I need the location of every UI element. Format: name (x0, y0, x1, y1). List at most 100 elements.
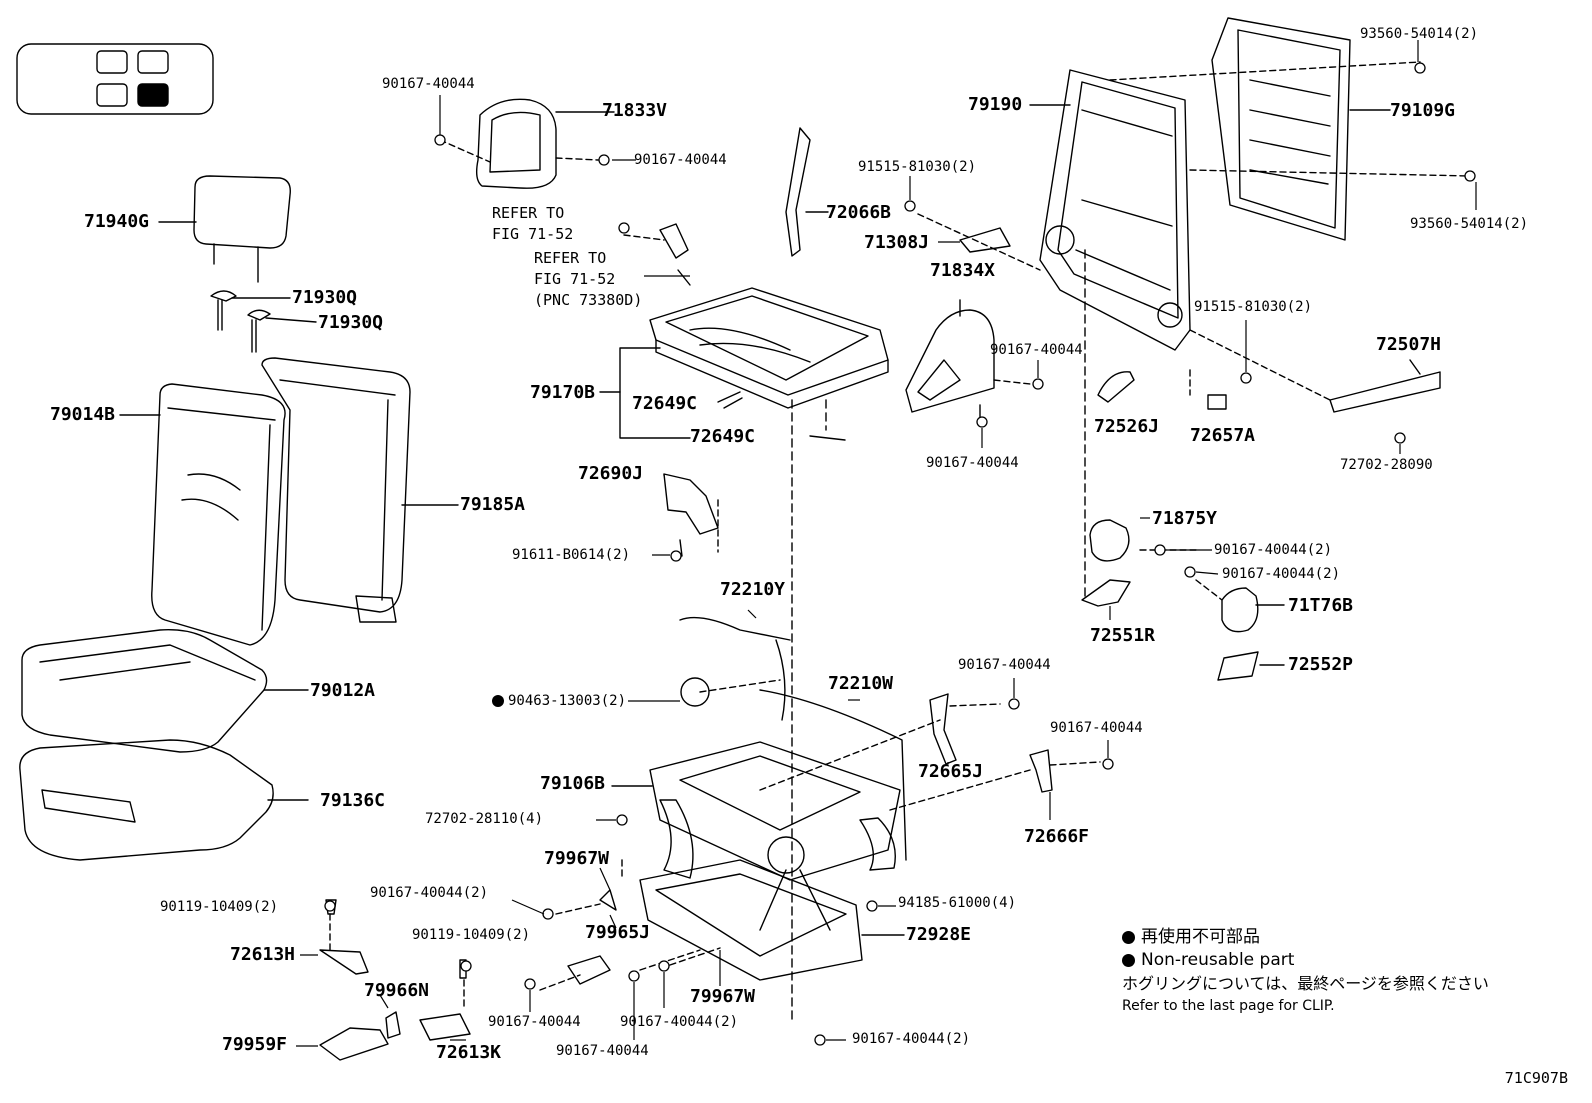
legend-row-jp: 再使用不可部品 (1122, 926, 1489, 949)
part-label: 90167-40044 (634, 152, 727, 168)
part-label: 90119-10409(2) (412, 927, 531, 943)
part-label: 72613H (230, 944, 296, 965)
part-label: 90167-40044 (990, 342, 1083, 358)
strap-72507H (1189, 329, 1441, 413)
refer-note-line: REFER TO (534, 249, 607, 267)
part-label: 72665J (918, 761, 984, 782)
cushion-cover (21, 629, 309, 753)
part-label: 71940G (84, 211, 150, 232)
part-label: 79185A (460, 494, 526, 515)
part-label: 90167-40044(2) (852, 1031, 971, 1047)
seatback-panel-79109G (1109, 17, 1471, 241)
part-label: 71834X (930, 260, 996, 281)
part-label: 72649C (632, 393, 698, 414)
legend: 再使用不可部品 Non-reusable part ホグリングについては、最終ペ… (1122, 926, 1489, 1018)
part-label: 72210Y (720, 579, 786, 600)
part-label: 72666F (1024, 826, 1090, 847)
part-label: 71875Y (1152, 508, 1218, 529)
part-label: 79959F (222, 1034, 288, 1055)
part-label: 72928E (906, 924, 972, 945)
seatback-cover (119, 383, 286, 646)
document-id: 71C907B (1504, 1069, 1568, 1087)
part-label: 90167-40044 (382, 76, 475, 92)
part-label: 90119-10409(2) (160, 899, 279, 915)
refer-note-line: (PNC 73380D) (534, 291, 643, 309)
part-label: 90167-40044 (958, 657, 1051, 673)
lever-72526J (1097, 369, 1227, 410)
part-label: 72210W (828, 673, 894, 694)
part-label: 72526J (1094, 416, 1160, 437)
part-label: 79190 (968, 94, 1023, 115)
leader-lines (296, 40, 1477, 1047)
part-label: 91515-81030(2) (1194, 299, 1313, 315)
part-label: 72613K (436, 1042, 502, 1063)
headrest-part (158, 175, 291, 283)
lever-72690J (663, 473, 719, 557)
refer-note: REFER TO FIG 71-52 (492, 203, 573, 245)
part-label: 72066B (826, 202, 892, 223)
part-label: 90167-40044(2) (1214, 542, 1333, 558)
seat-belt-buckle-72066B (785, 127, 829, 257)
part-label: 79967W (544, 848, 610, 869)
part-label: 94185-61000(4) (898, 895, 1017, 911)
refer-note-line: FIG 71-52 (492, 225, 574, 243)
guide-pins (210, 290, 317, 353)
bottom-left-parts (319, 859, 721, 1061)
clip-note-jp: ホグリングについては、最終ページを参照ください (1122, 974, 1489, 993)
refer-note-line: FIG 71-52 (534, 270, 616, 288)
part-label: 72552P (1288, 654, 1354, 675)
seatback-frame-79190 (1029, 69, 1191, 511)
part-label: 93560-54014(2) (1360, 26, 1479, 42)
part-label: 79012A (310, 680, 376, 701)
refer-note-line: REFER TO (492, 204, 565, 222)
part-label: 72690J (578, 463, 644, 484)
non-reusable-dot-icon (1122, 954, 1135, 967)
part-label: 90167-40044 (556, 1043, 649, 1059)
part-label: 71T76B (1288, 595, 1354, 616)
part-label: 93560-54014(2) (1410, 216, 1529, 232)
part-label: 71308J (864, 232, 930, 253)
legend-non-reusable-en: Non-reusable part (1141, 950, 1295, 970)
part-label: 79136C (320, 790, 386, 811)
part-label: 90167-40044 (488, 1014, 581, 1030)
part-label: 79965J (585, 922, 651, 943)
seatback-board (261, 357, 459, 623)
part-label: 91611-B0614(2) (512, 547, 631, 563)
part-label: 79109G (1390, 100, 1456, 121)
part-label: 91515-81030(2) (858, 159, 977, 175)
part-label: 72507H (1376, 334, 1442, 355)
side-cover-71834X (905, 299, 1031, 421)
part-label: 90167-40044(2) (1222, 566, 1341, 582)
fastener-bolts (324, 62, 1476, 1046)
part-label: 90167-40044(2) (370, 885, 489, 901)
part-label: 90167-40044(2) (620, 1014, 739, 1030)
part-label: 79014B (50, 404, 116, 425)
leader-79170B (599, 347, 846, 441)
under-tray-72928E (639, 859, 905, 981)
part-label: 72657A (1190, 425, 1256, 446)
bracket-71308J (917, 213, 1041, 271)
non-reusable-dot-icon (1122, 931, 1135, 944)
part-label: 90463-13003(2) (508, 693, 627, 709)
part-label: 90167-40044 (1050, 720, 1143, 736)
part-label: 72649C (690, 426, 756, 447)
seat-base-79106B (611, 741, 901, 931)
part-label: 72551R (1090, 625, 1156, 646)
part-label: 79170B (530, 382, 596, 403)
recliner-parts (1081, 509, 1285, 681)
part-label: 72702-28110(4) (425, 811, 544, 827)
legend-row-en: Non-reusable part (1122, 949, 1489, 972)
part-label: 72702-28090 (1340, 457, 1433, 473)
part-label: 71930Q (318, 312, 384, 333)
clips-72665J-72666F (759, 693, 1101, 811)
non-reusable-marker-icon (492, 695, 504, 707)
part-label: 79966N (364, 980, 430, 1001)
cables (679, 616, 907, 861)
side-cover-71833V (439, 98, 615, 189)
legend-non-reusable-jp: 再使用不可部品 (1141, 927, 1260, 947)
cushion-pad (19, 739, 309, 861)
part-label: 71833V (602, 100, 668, 121)
part-label: 71930Q (292, 287, 358, 308)
